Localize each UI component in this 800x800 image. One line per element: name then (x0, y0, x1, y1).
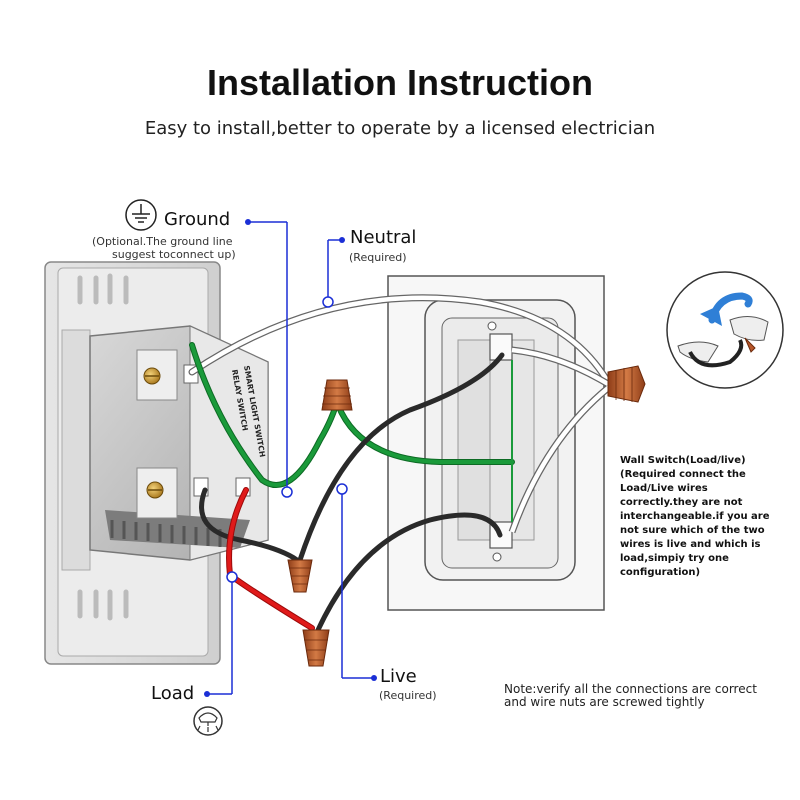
load-label: Load (151, 683, 195, 704)
ground-note-line-2: suggest toconnect up) (112, 248, 236, 261)
smart-switch: SMART LIGHT SWITCH RELAY SWITCH (44, 261, 269, 665)
ground-callout (245, 219, 293, 498)
page-subtitle: Easy to install,better to operate by a l… (144, 118, 656, 139)
wall-box (387, 275, 605, 611)
wire-nut-icon (607, 365, 646, 403)
wall-switch-note: (Required connect the Load/Live wires co… (620, 469, 770, 578)
neutral-callout (322, 237, 345, 308)
ground-wire (189, 342, 515, 522)
live-callout (336, 483, 377, 681)
wall-switch-title: Wall Switch(Load/live) (620, 455, 746, 466)
light-bulb-icon (193, 706, 223, 736)
bottom-note: Note:verify all the connections are corr… (504, 682, 757, 709)
live-label: Live (380, 666, 417, 687)
ground-symbol-icon (125, 199, 157, 231)
neutral-wire (188, 294, 612, 534)
ground-note-line-1: (Optional.The ground line (92, 235, 233, 248)
ground-label: Ground (164, 209, 231, 230)
wire-nut-icon (287, 559, 313, 593)
neutral-label: Neutral (350, 227, 417, 248)
twist-arrow-icon (666, 271, 784, 389)
load-callout (204, 571, 238, 697)
page-title: Installation Instruction (206, 62, 593, 103)
wire-nut-icon (302, 629, 330, 667)
wire-nut-icon (321, 379, 353, 411)
neutral-required-note: (Required) (349, 251, 407, 264)
live-required-note: (Required) (379, 689, 437, 702)
